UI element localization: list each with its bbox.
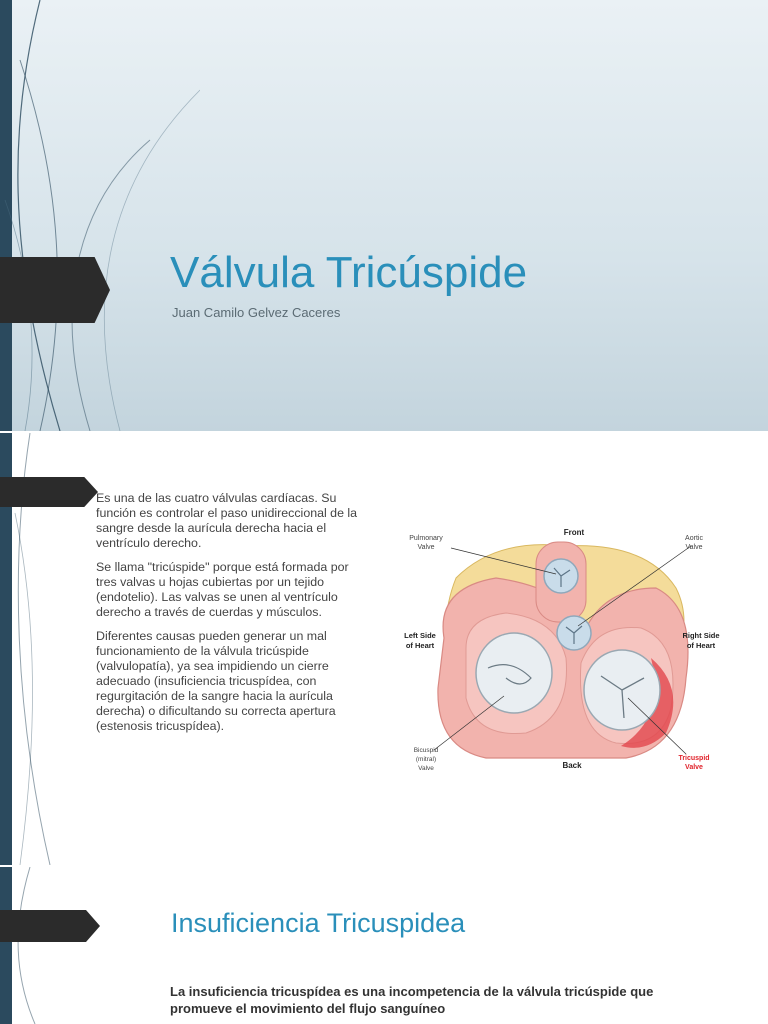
label-bicuspid-3: Valve: [418, 765, 434, 772]
title-slide: Válvula Tricúspide Juan Camilo Gelvez Ca…: [0, 0, 768, 431]
label-bicuspid-2: (mitral): [416, 756, 436, 763]
slide-title: Válvula Tricúspide: [170, 248, 528, 297]
label-front: Front: [564, 528, 585, 537]
label-left-side-1: Left Side: [404, 631, 436, 640]
heart-valves-illustration: Front Back Pulmonary Valve Aortic Valve …: [404, 528, 719, 772]
label-bicuspid-1: Bicuspid: [414, 747, 439, 754]
decorative-swoosh-lines: [17, 867, 36, 1024]
label-right-side-1: Right Side: [682, 631, 719, 640]
slide-left-bar: [0, 433, 12, 865]
paragraph-3: Diferentes causas pueden generar un mal …: [96, 629, 336, 733]
heart-valves-figure: Front Back Pulmonary Valve Aortic Valve …: [396, 518, 724, 780]
decorative-swoosh-lines: [4, 0, 200, 431]
label-aortic-2: Valve: [686, 544, 703, 551]
label-left-side-2: of Heart: [406, 641, 435, 650]
label-back: Back: [562, 761, 582, 770]
label-pulmonary-1: Pulmonary: [409, 535, 443, 542]
label-pulmonary-2: Valve: [418, 544, 435, 551]
title-arrow-tab: [0, 257, 110, 323]
content-arrow-tab: [0, 477, 98, 507]
label-aortic-1: Aortic: [685, 535, 703, 542]
insufficiency-text: La insuficiencia tricuspídea es una inco…: [170, 984, 654, 1016]
label-tricuspid-2: Valve: [685, 764, 703, 771]
paragraph-1: Es una de las cuatro válvulas cardíacas.…: [96, 491, 358, 550]
slide-subtitle: Juan Camilo Gelvez Caceres: [172, 305, 341, 320]
insufficiency-title: Insuficiencia Tricuspidea: [171, 908, 466, 938]
paragraph-2: Se llama "tricúspide" porque está formad…: [96, 560, 349, 619]
slide-left-bar: [0, 867, 12, 1024]
insufficiency-slide: [0, 867, 768, 1024]
insufficiency-arrow-tab: [0, 910, 100, 942]
slide-left-bar: [0, 0, 12, 431]
body-text: Es una de las cuatro válvulas cardíacas.…: [96, 491, 358, 743]
label-tricuspid-1: Tricuspid: [678, 755, 709, 762]
label-right-side-2: of Heart: [687, 641, 716, 650]
